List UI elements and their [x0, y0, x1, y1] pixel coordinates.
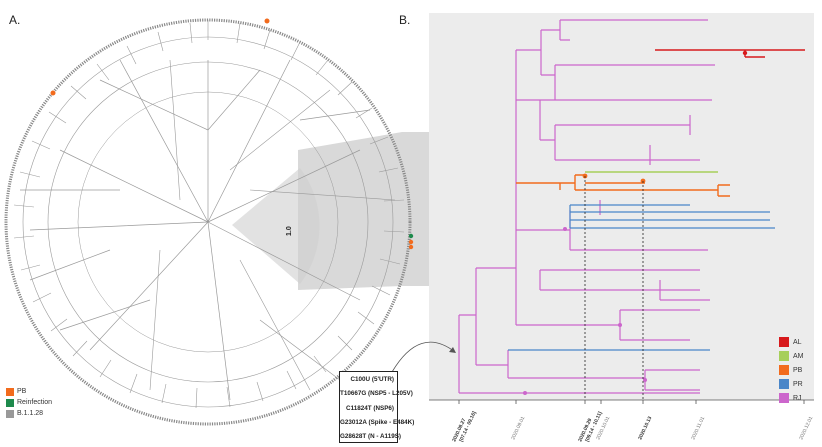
legend-swatch	[6, 398, 14, 407]
legend-item-rj: RJ	[779, 391, 804, 405]
highlighted-clade-sector	[232, 168, 320, 284]
pb-marker-right-1	[408, 239, 414, 245]
node-support-label: 1.0	[286, 226, 293, 236]
tree-b-background	[429, 13, 814, 400]
legend-label: RJ	[793, 394, 802, 402]
tree-b-pb-branches	[516, 174, 730, 197]
legend-item-pr: PR	[779, 377, 804, 391]
tick-label: 2020.11.01	[690, 416, 706, 441]
mutation-item: G28628T (N - A119S)	[340, 433, 402, 441]
legend-panel-b: AL AM PB PR RJ	[779, 335, 804, 405]
legend-item-al: AL	[779, 335, 804, 349]
legend-item-b1128: B.1.1.28	[6, 408, 52, 419]
time-markers	[584, 176, 644, 400]
legend-item-pb: PB	[6, 386, 52, 397]
zoom-wedge	[298, 132, 429, 290]
tick-label: 2020.12.01	[798, 415, 814, 440]
mutation-item: C100U (5'UTR)	[350, 376, 395, 383]
panel-a-label: A.	[9, 13, 21, 27]
mutation-item: G23012A (Spike - E484K)	[340, 418, 415, 426]
legend-label: B.1.1.28	[17, 410, 44, 417]
legend-label: AM	[793, 352, 804, 360]
tick-label: 2020.10.13	[637, 415, 653, 440]
mutation-arrow	[391, 341, 456, 373]
legend-swatch	[6, 409, 14, 418]
legend-label: PB	[793, 366, 803, 374]
mutation-item: C11824T (NSP6)	[346, 404, 394, 412]
tree-b-pr-branches	[508, 204, 775, 351]
legend-swatch	[779, 379, 789, 389]
mutation-box: C100U (5'UTR) T10667G (NSP5 - L205V) C11…	[339, 371, 415, 443]
legend-label: PR	[793, 380, 803, 388]
legend-panel-a: PB Reinfection B.1.1.28	[6, 386, 52, 419]
reinfection-marker	[408, 233, 414, 239]
mutation-item: T10667G (NSP5 - L205V)	[340, 390, 413, 398]
legend-label: AL	[793, 338, 802, 346]
legend-swatch	[779, 351, 789, 361]
legend-swatch	[6, 387, 14, 396]
legend-label: Reinfection	[17, 399, 53, 406]
legend-item-pb: PB	[779, 363, 804, 377]
arrow-head	[449, 347, 456, 353]
legend-label: PB	[17, 388, 27, 395]
pb-marker-right-2	[408, 244, 414, 250]
panel-b-label: B.	[399, 13, 411, 27]
legend-swatch	[779, 393, 789, 403]
legend-item-reinfection: Reinfection	[6, 397, 52, 408]
legend-swatch	[779, 365, 789, 375]
pb-marker-topleft	[50, 90, 56, 96]
tick-label: 2020.09.01	[510, 415, 526, 440]
legend-item-am: AM	[779, 349, 804, 363]
time-axis-ticks	[458, 400, 805, 404]
circular-tree-fringe	[13, 20, 405, 409]
legend-swatch	[779, 337, 789, 347]
pb-marker-top	[264, 18, 270, 24]
